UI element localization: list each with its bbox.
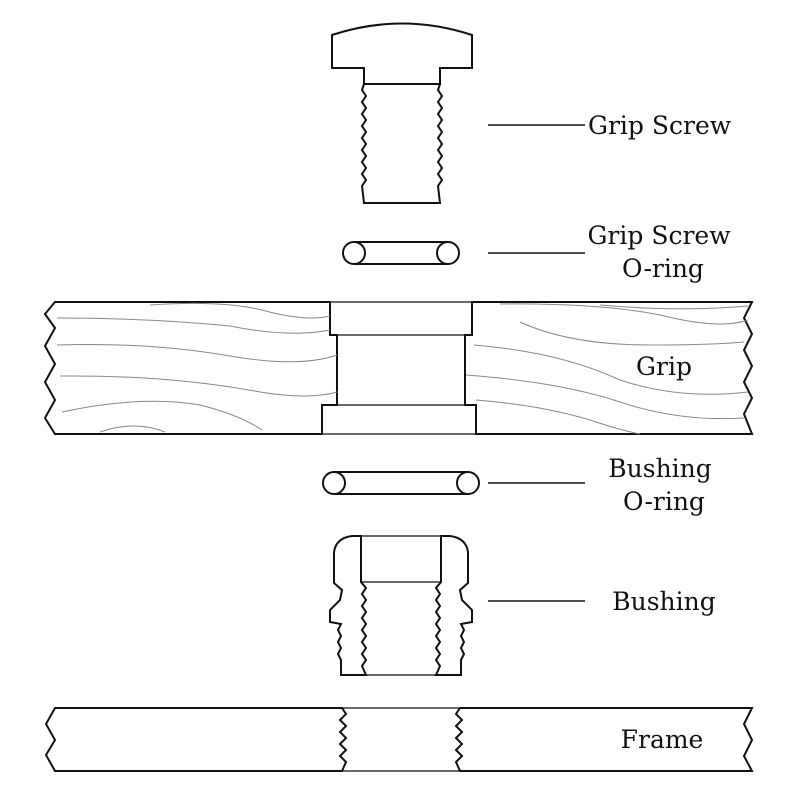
grip-screw-shank — [360, 83, 444, 204]
bushing-oring-left-section — [322, 471, 346, 495]
bushing-oring-right-section — [456, 471, 480, 495]
grip-screw-head — [331, 22, 473, 85]
frame-part — [44, 707, 754, 772]
frame-right-section — [454, 707, 754, 772]
grip-screw-oring-left-section — [342, 241, 366, 265]
grip-screw-oring-label-line2: O-ring — [622, 254, 704, 283]
bushing-left-wall — [329, 535, 368, 676]
grip-screw-part — [331, 22, 473, 204]
grip-left-panel — [43, 301, 338, 435]
grip-wood-grain-left — [56, 302, 338, 433]
grip-screw-oring-right-section — [436, 241, 460, 265]
bushing-oring-label-line1: Bushing — [608, 454, 712, 483]
grip-screw-oring-label-line1: Grip Screw — [587, 221, 731, 250]
grip-screw-label: Grip Screw — [588, 111, 732, 140]
bushing-label: Bushing — [612, 587, 716, 616]
grip-wood-grain-right — [465, 303, 749, 435]
bushing-right-wall — [434, 535, 473, 676]
bushing-oring-label: Bushing O-ring — [608, 454, 719, 516]
grip-screw-oring-label: Grip Screw O-ring — [587, 221, 738, 283]
frame-label: Frame — [621, 725, 704, 754]
frame-left-section — [44, 707, 348, 772]
bushing-oring-label-line2: O-ring — [623, 487, 705, 516]
grip-label: Grip — [636, 352, 692, 381]
grip-part — [43, 301, 754, 435]
grip-screw-oring-part — [342, 241, 460, 265]
frame-label-background — [612, 722, 712, 756]
bushing-part — [329, 535, 473, 676]
grip-right-panel — [464, 301, 754, 435]
bushing-oring-part — [322, 471, 480, 495]
